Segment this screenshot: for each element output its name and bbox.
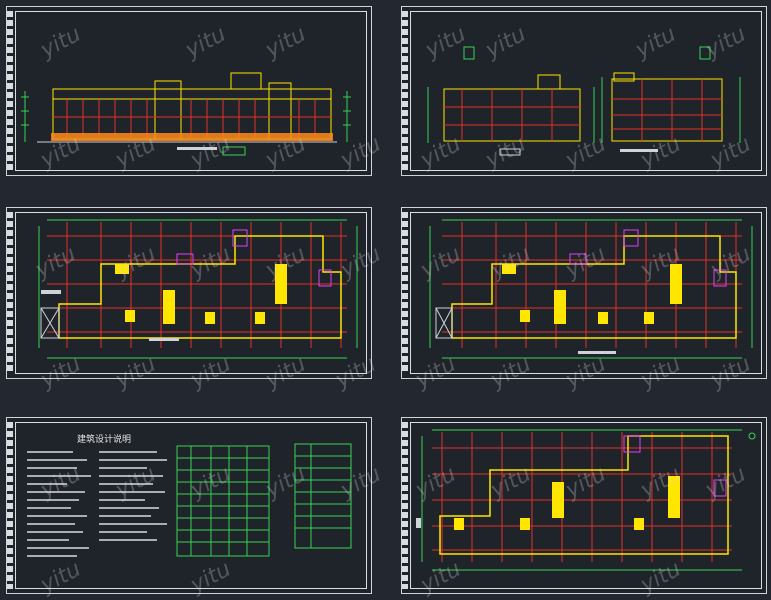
sheet-border [410, 212, 762, 374]
side-elevations-drawing [427, 46, 741, 156]
sheet-border [15, 422, 367, 589]
floor-plan-2-drawing [429, 219, 753, 359]
sheet-floor-plan-1[interactable] [6, 207, 372, 379]
sheet-border [410, 11, 762, 171]
sheet-border [410, 422, 762, 589]
sheet-border [15, 11, 367, 171]
sheet-front-elevation[interactable] [6, 6, 372, 176]
sheet-floor-plan-3[interactable] [401, 417, 767, 594]
title-block-strip [402, 11, 408, 171]
sheet-design-notes[interactable]: 建筑设计说明 [6, 417, 372, 594]
sheet-floor-plan-2[interactable] [401, 207, 767, 379]
title-block-strip [402, 422, 408, 589]
front-elevation-drawing [21, 72, 351, 156]
notes-title: 建筑设计说明 [77, 435, 132, 445]
floor-plan-1-drawing [38, 219, 358, 359]
design-notes-drawing [27, 443, 352, 557]
title-block-strip [7, 212, 13, 374]
sheet-side-elevations[interactable] [401, 6, 767, 176]
floor-plan-3-drawing [416, 429, 756, 571]
title-block-strip [7, 422, 13, 589]
title-block-strip [402, 212, 408, 374]
sheet-border [15, 212, 367, 374]
title-block-strip [7, 11, 13, 171]
